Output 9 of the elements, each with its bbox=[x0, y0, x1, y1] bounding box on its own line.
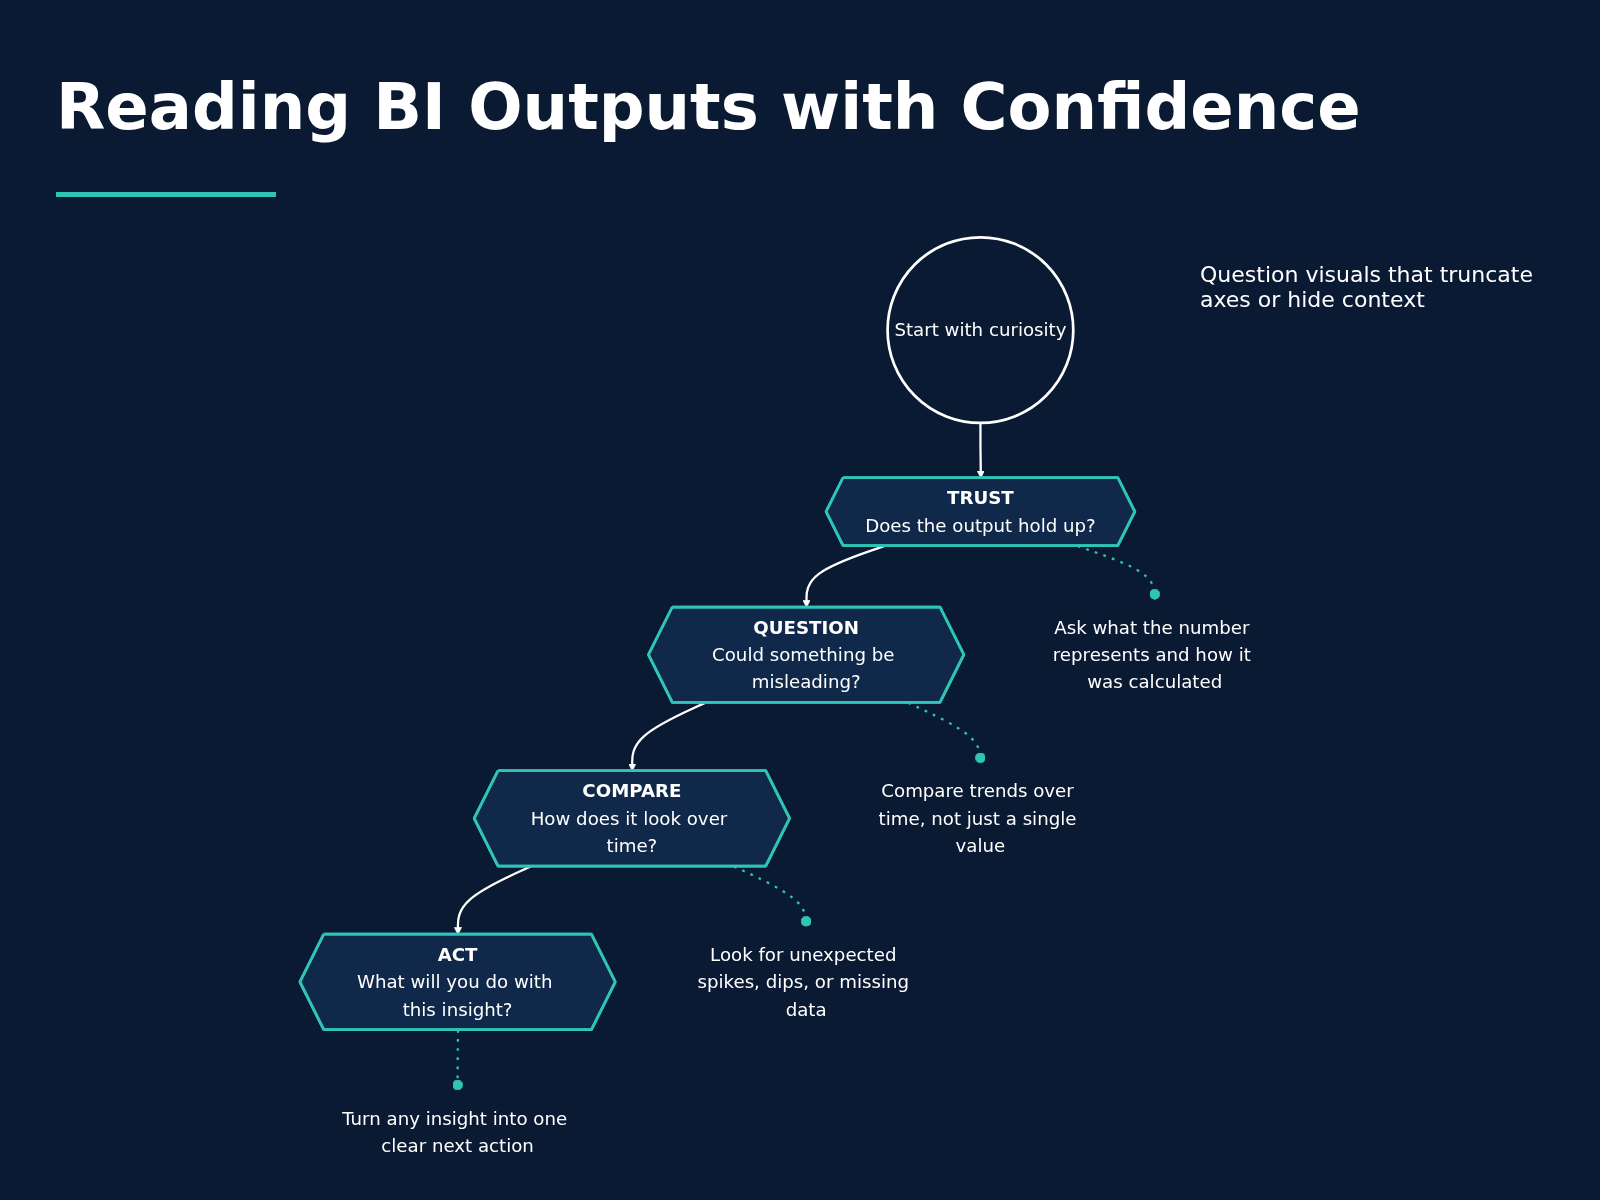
node-text: Compare trends over time, not just a single value bbox=[878, 780, 1077, 857]
node-circle: Start with curiosity bbox=[886, 235, 1075, 425]
title: Reading BI Outputs with Confidence bbox=[56, 70, 1361, 144]
node-text: Look for unexpected spikes, dips, or missing data bbox=[697, 943, 909, 1021]
arrow bbox=[802, 545, 885, 608]
node-text: Turn any insight into one clear next action bbox=[342, 1107, 568, 1157]
bullet-note: Question visuals that truncate axes or hide context bbox=[1200, 262, 1533, 312]
connector bbox=[452, 1030, 464, 1091]
node-text: Ask what the number represents and how it was calculated bbox=[1052, 616, 1251, 693]
